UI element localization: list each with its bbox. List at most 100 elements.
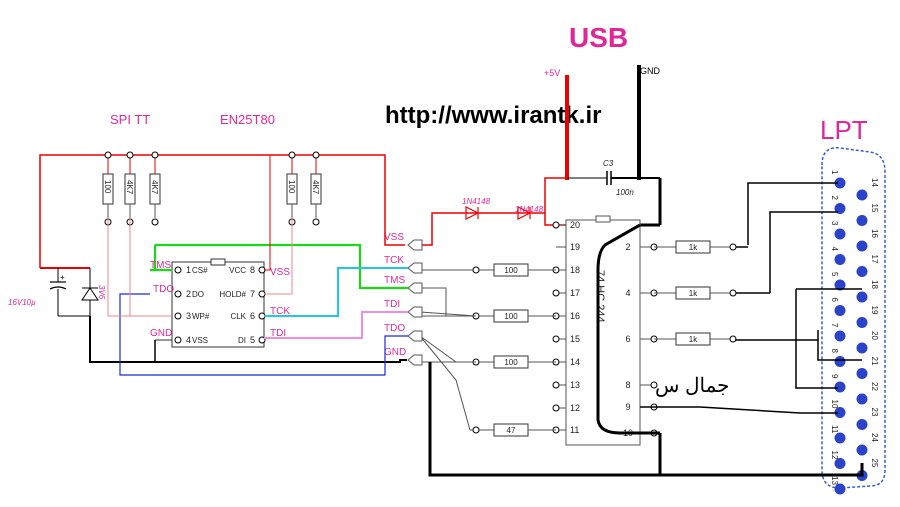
chip-pin-name: VCC [229,266,246,275]
chip-tms-label: TMS [150,260,171,271]
lpt-pin-number: 13 [830,476,839,485]
ic-pin-node [552,289,560,297]
chip-pin-name: CS# [192,266,208,275]
lpt-wire-11 [640,406,838,414]
lpt-resistor-node [729,243,737,251]
elcap-plate-b [49,286,67,290]
elcap-plus: + [60,273,65,282]
lpt-pin-dot [834,356,846,367]
lpt-pin-dot [856,291,868,303]
lpt-pin-dot [856,317,868,328]
spi-flash-chip [171,261,265,348]
pullup-node-top [151,151,159,159]
chip-notch [210,258,226,266]
chip-pin-number: 2 [186,289,191,299]
lpt-pin-dot [856,393,868,405]
ic-pin-node [552,335,560,343]
mid-node [472,266,480,274]
lpt-pin-number: 9 [830,374,839,379]
lpt-pin-number: 3 [830,221,839,226]
gnd-bus [89,316,407,363]
chip-pin-node [174,312,182,320]
ic-pin-node [650,381,658,389]
mid-resistor-value: 100 [504,266,518,275]
pullup-node-top [288,151,296,159]
vcc-to-ic20 [544,177,567,226]
ic-pin-number: 2 [625,242,630,252]
port-label: TDI [384,299,400,310]
port-arrow [407,306,423,318]
elcap-label: 16V10µ [8,298,36,307]
lpt-pin-dot [834,279,846,291]
lpt-pin-dot [856,266,868,277]
zener-symbol [81,287,99,301]
lpt-wire-3 [769,211,838,293]
chip-pin-node [174,266,182,274]
mid-resistor-value: 100 [504,358,518,367]
lpt-wire-10 [795,289,838,389]
vss-diode-wire [420,212,545,246]
ic-pin-number: 20 [570,220,580,230]
spi-label: SPI TT [110,112,150,127]
lpt-pin-number: 17 [870,255,879,264]
ic-pin-number: 8 [625,380,630,390]
lpt-pin-number: 15 [870,204,879,213]
ic-pin-node [552,404,560,412]
vcc-chip-wire [264,155,271,271]
lpt-pin-number: 12 [830,451,839,460]
chip-pin-number: 4 [186,335,191,345]
lpt-pin-number: 10 [830,400,839,409]
lpt-pin-dot [856,189,868,201]
ic-pin-19: 19 [570,242,580,252]
lpt-pin-dot [834,483,846,495]
port-label: TDO [384,323,405,334]
usb-title: USB [569,22,628,53]
ic-pin-node [552,221,560,229]
pullup-node-bottom [151,218,159,226]
diode-2-label: 1N4148 [515,205,544,214]
ic-pin-number: 9 [625,402,630,412]
c3-name: C3 [603,159,614,168]
mid-node [472,426,480,434]
hold-wire [264,218,293,295]
lpt-pin-dot [834,305,846,316]
chip-pin-name: DO [192,290,204,299]
lpt-pin-dot [856,342,868,354]
lpt-pin-number: 25 [870,459,879,468]
pullup-resistor-value: 4K7 [125,180,134,195]
lpt-pin-number: 14 [870,178,879,187]
usb-5v-label: +5V [544,68,560,78]
chip-pin-node [174,290,182,298]
ic-pin-node [552,381,560,389]
ic-gnd-wire [596,223,641,435]
port-label: TCK [384,255,404,266]
lpt-pin-dot [856,215,868,226]
lpt-pin-number: 5 [830,272,839,277]
ic-pin-number: 14 [570,357,580,367]
tdo-wire [119,293,408,376]
lpt-pin-number: 8 [830,349,839,354]
lpt-pin-dot [856,419,868,430]
ic-pin-number: 12 [570,403,580,413]
chip-tdi-label: TDI [270,328,286,339]
lpt-pin-number: 11 [830,425,839,434]
lpt-pin-number: 21 [870,357,879,366]
ic-pin-number: 13 [570,380,580,390]
lpt-pin-dot [834,458,846,469]
pullup-resistor-value: 4K7 [150,180,159,195]
zener-label: 3V6 [97,285,106,300]
lpt-pin-number: 7 [830,323,839,328]
ic-pin-number: 4 [625,288,630,298]
tms-to-res [420,287,447,316]
lpt-pin-number: 2 [830,196,839,201]
pullup-node-top [126,151,134,159]
chip-pin-number: 1 [186,265,191,275]
usb-gnd-label: GND [640,66,661,76]
lpt-pin-dot [856,240,868,252]
